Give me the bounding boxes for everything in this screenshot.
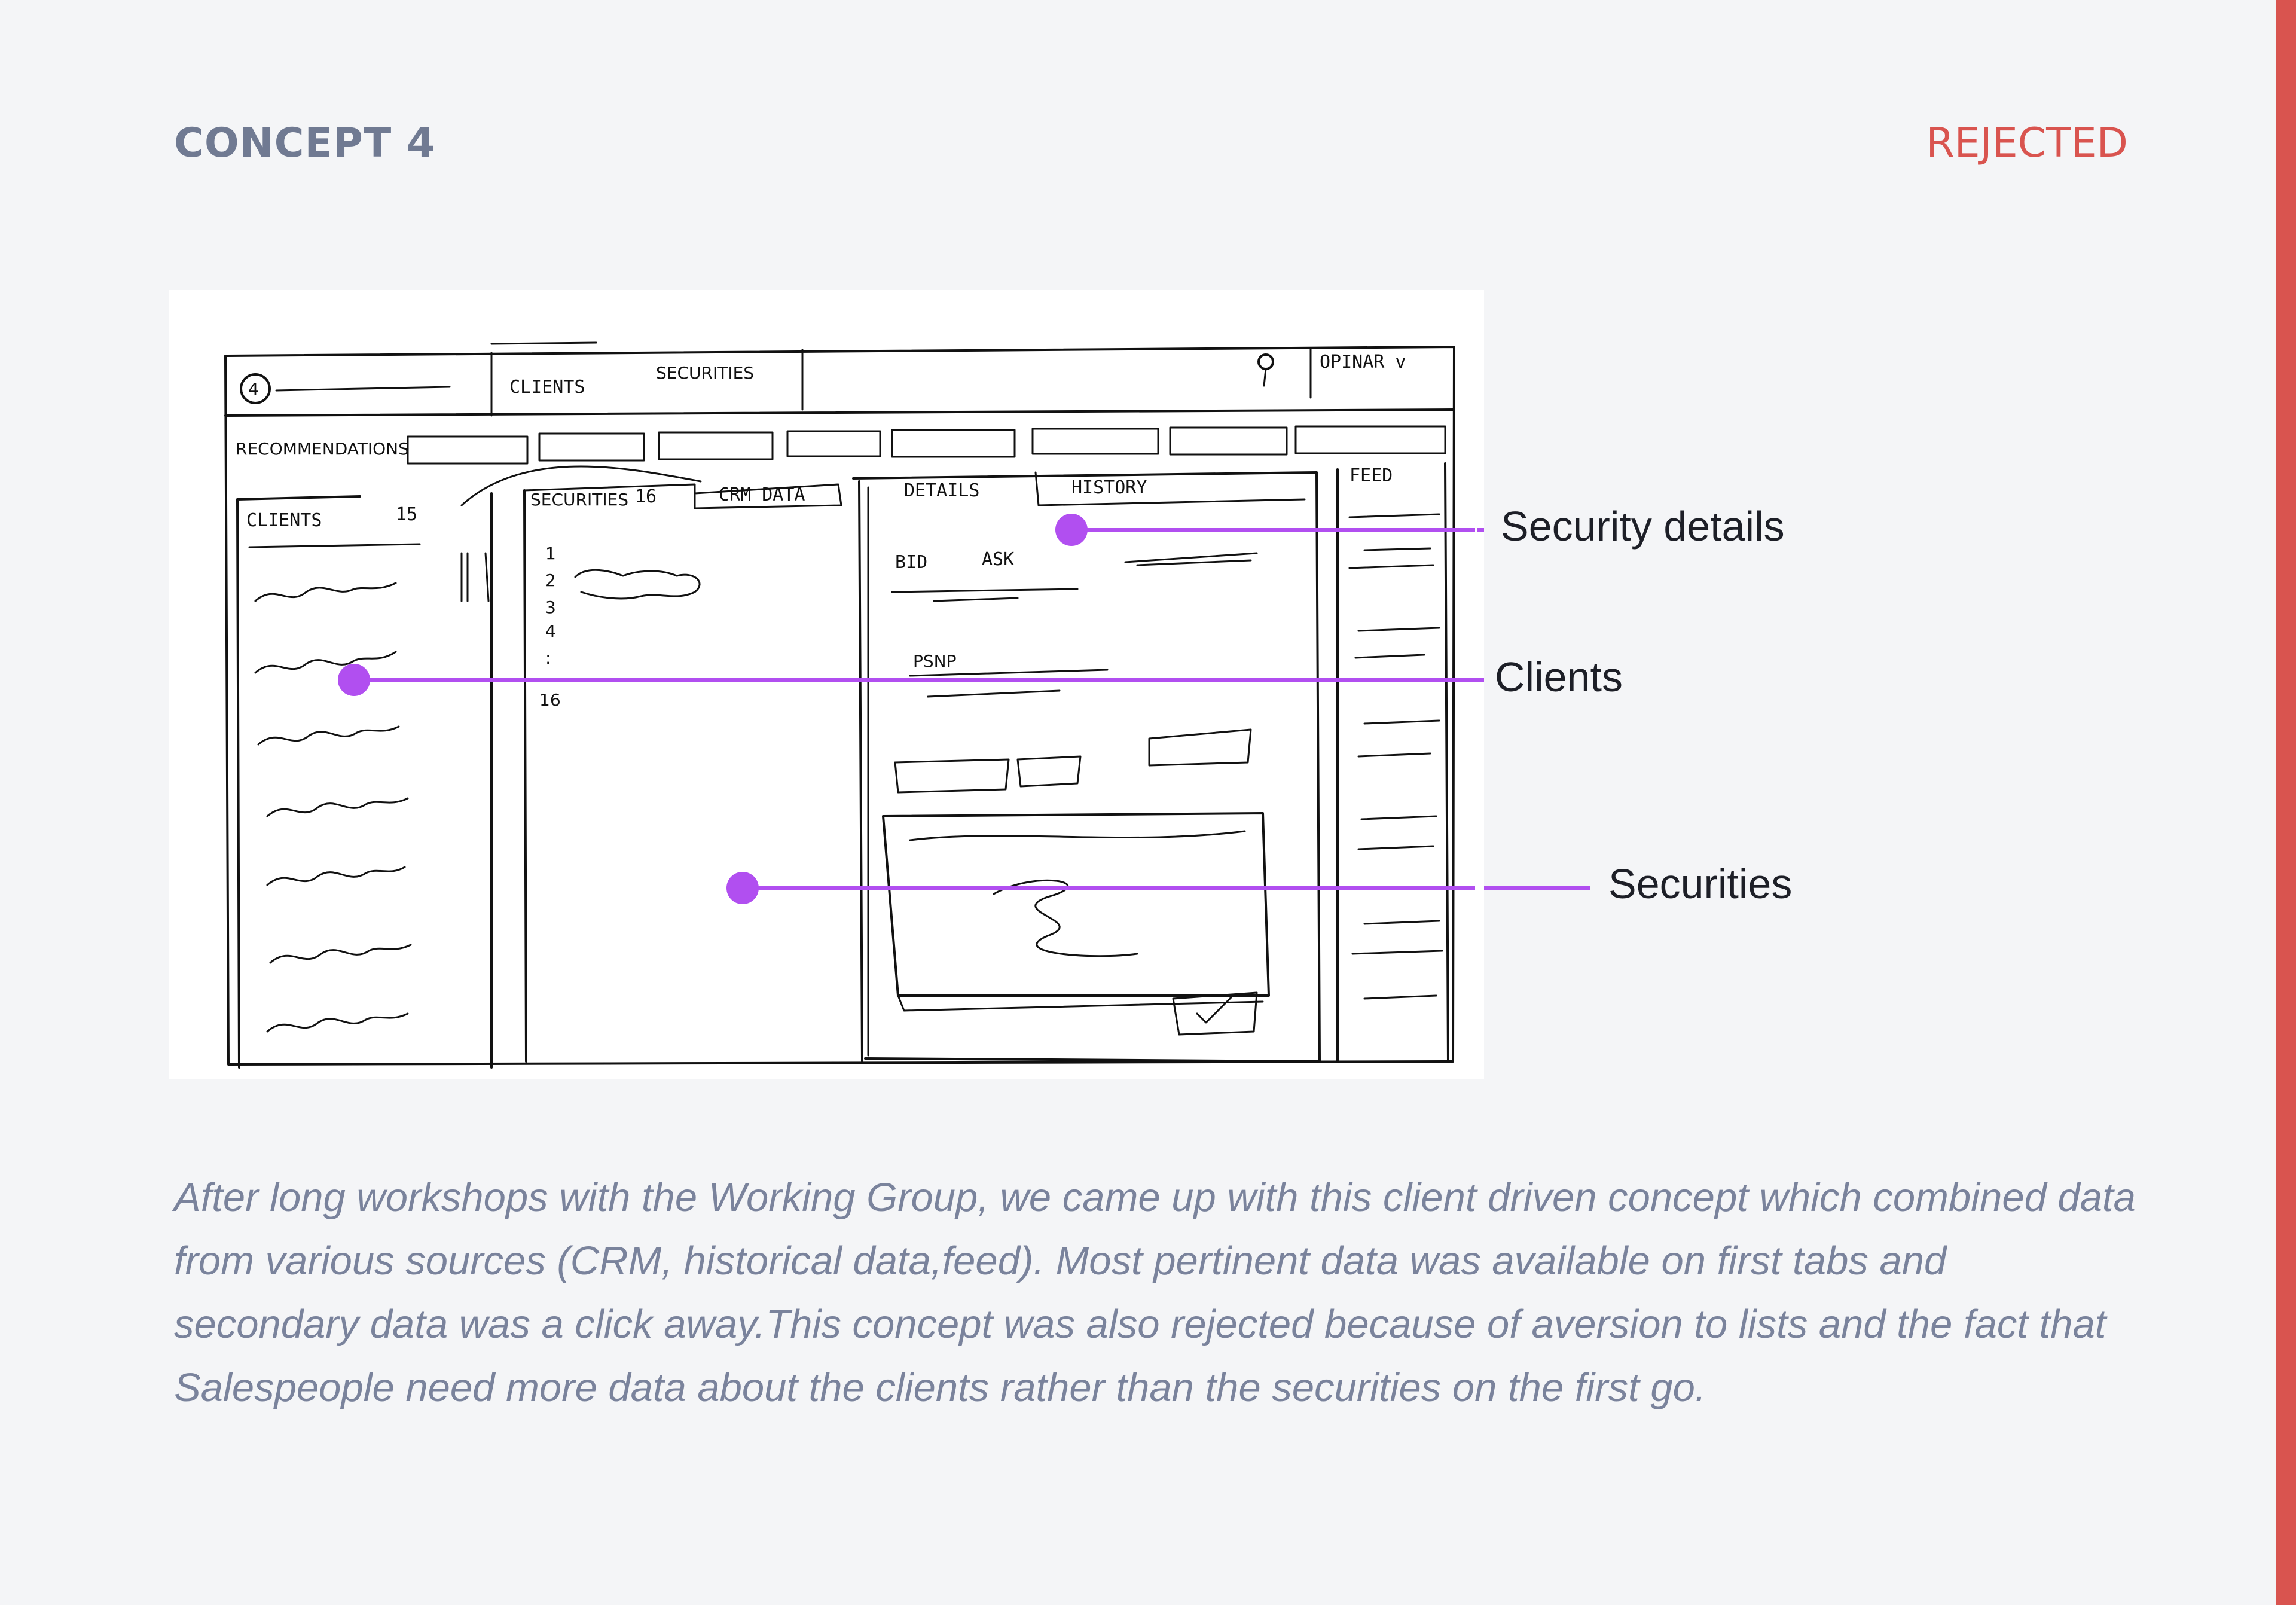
status-badge: REJECTED <box>1926 120 2128 167</box>
confirm-checkbox <box>1172 991 1258 1036</box>
nav-tab-securities: SECURITIES <box>656 363 754 383</box>
sketch-drawing: 4 CLIENTS SECURITIES OPINAR v RECOMMENDA… <box>224 341 1475 1069</box>
row-number: 1 <box>545 544 556 563</box>
concept-title: CONCEPT 4 <box>174 120 436 167</box>
action-button <box>1016 755 1082 788</box>
accent-bar <box>2276 0 2296 1605</box>
recommendations-label: RECOMMENDATIONS <box>236 439 409 459</box>
row-number: 4 <box>545 621 556 641</box>
svg-text:4: 4 <box>248 379 259 399</box>
recommendation-box <box>538 432 645 462</box>
clients-count: 15 <box>396 504 417 525</box>
row-number: 2 <box>545 570 556 590</box>
logo-icon <box>240 373 271 404</box>
user-menu: OPINAR v <box>1320 352 1406 373</box>
chart-area <box>882 812 1270 997</box>
clients-panel-title: CLIENTS <box>246 510 322 531</box>
pnp-label: PSNP <box>913 651 957 671</box>
wireframe-sketch: 4 CLIENTS SECURITIES OPINAR v RECOMMENDA… <box>169 290 1484 1079</box>
callout-dot-security-details <box>1055 514 1088 546</box>
callout-label-securities: Securities <box>1608 861 1793 907</box>
recommendation-box <box>1294 425 1446 454</box>
ask-label: ASK <box>982 549 1014 570</box>
recommendation-box <box>1031 428 1159 455</box>
row-number: 16 <box>539 690 561 710</box>
row-number: : <box>545 648 551 668</box>
securities-count: 16 <box>635 486 657 507</box>
crm-data-tab: CRM DATA <box>719 484 805 505</box>
action-button <box>1148 728 1252 767</box>
concept-description: After long workshops with the Working Gr… <box>174 1175 2136 1410</box>
callout-dot-securities <box>726 872 759 904</box>
callout-label-clients: Clients <box>1495 654 1623 700</box>
search-icon <box>1257 353 1274 370</box>
history-tab: HISTORY <box>1071 477 1147 498</box>
details-tab: DETAILS <box>904 480 979 501</box>
action-button <box>894 758 1010 794</box>
recommendation-box <box>1169 426 1288 456</box>
callout-label-security-details: Security details <box>1501 503 1785 550</box>
row-number: 3 <box>545 597 556 617</box>
recommendation-box <box>407 435 529 465</box>
callout-dot-clients <box>338 664 370 696</box>
recommendation-box <box>658 431 774 460</box>
recommendation-box <box>786 430 881 457</box>
recommendation-box <box>891 429 1016 458</box>
nav-tab-clients: CLIENTS <box>509 377 585 398</box>
feed-title: FEED <box>1349 465 1393 486</box>
securities-tab: SECURITIES <box>530 490 628 509</box>
bid-label: BID <box>895 552 927 573</box>
